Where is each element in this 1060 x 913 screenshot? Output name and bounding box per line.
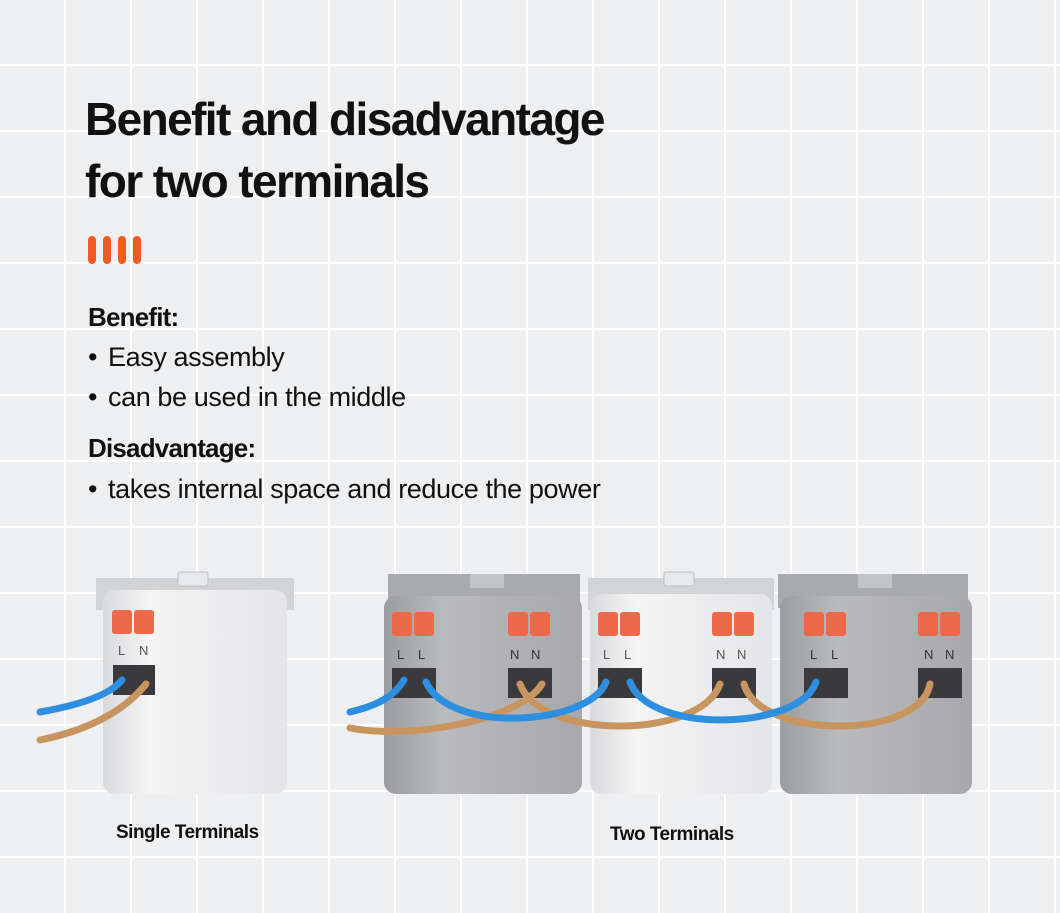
terminal-illustration: L N L L N N L L N N xyxy=(36,571,972,794)
accent-bar xyxy=(118,236,126,264)
disadvantage-item: • takes internal space and reduce the pow… xyxy=(88,474,601,505)
terminal-label-n: N xyxy=(737,647,746,662)
page-title: Benefit and disadvantage for two termina… xyxy=(85,88,605,212)
terminal-label-n: N xyxy=(531,647,540,662)
terminal-label-n: N xyxy=(945,647,954,662)
two-terminal-module: L L N N xyxy=(778,574,972,794)
accent-bars xyxy=(88,236,141,264)
terminal-label-l: L xyxy=(418,647,425,662)
title-line-1: Benefit and disadvantage xyxy=(85,93,605,145)
accent-bar xyxy=(88,236,96,264)
benefit-item: • Easy assembly xyxy=(88,342,285,373)
single-terminal-module: L N xyxy=(96,571,294,794)
caption-single-terminals: Single Terminals xyxy=(116,822,259,843)
benefit-heading: Benefit: xyxy=(88,302,179,332)
terminal-lever-pair xyxy=(112,610,154,634)
terminal-label-n: N xyxy=(139,643,148,658)
bullet-mark: • xyxy=(88,382,98,412)
bullet-mark: • xyxy=(88,342,98,372)
bullet-mark: • xyxy=(88,474,98,504)
two-terminal-module: L L N N xyxy=(384,574,582,794)
terminal-label-l: L xyxy=(810,647,817,662)
accent-bar xyxy=(133,236,141,264)
terminal-label-l: L xyxy=(118,643,125,658)
two-terminal-wires xyxy=(346,676,934,735)
terminal-label-n: N xyxy=(716,647,725,662)
single-terminal-wires xyxy=(36,676,150,744)
terminal-label-n: N xyxy=(924,647,933,662)
terminal-label-l: L xyxy=(624,647,631,662)
disadvantage-heading: Disadvantage: xyxy=(88,433,256,463)
disadvantage-item-text: takes internal space and reduce the powe… xyxy=(108,474,601,504)
caption-two-terminals: Two Terminals xyxy=(610,824,734,845)
accent-bar xyxy=(103,236,111,264)
terminal-label-l: L xyxy=(603,647,610,662)
benefit-item: • can be used in the middle xyxy=(88,382,406,413)
terminal-label-n: N xyxy=(510,647,519,662)
terminal-label-l: L xyxy=(831,647,838,662)
terminal-label-l: L xyxy=(397,647,404,662)
benefit-item-text: can be used in the middle xyxy=(108,382,406,412)
benefit-item-text: Easy assembly xyxy=(108,342,285,372)
title-line-2: for two terminals xyxy=(85,155,430,207)
